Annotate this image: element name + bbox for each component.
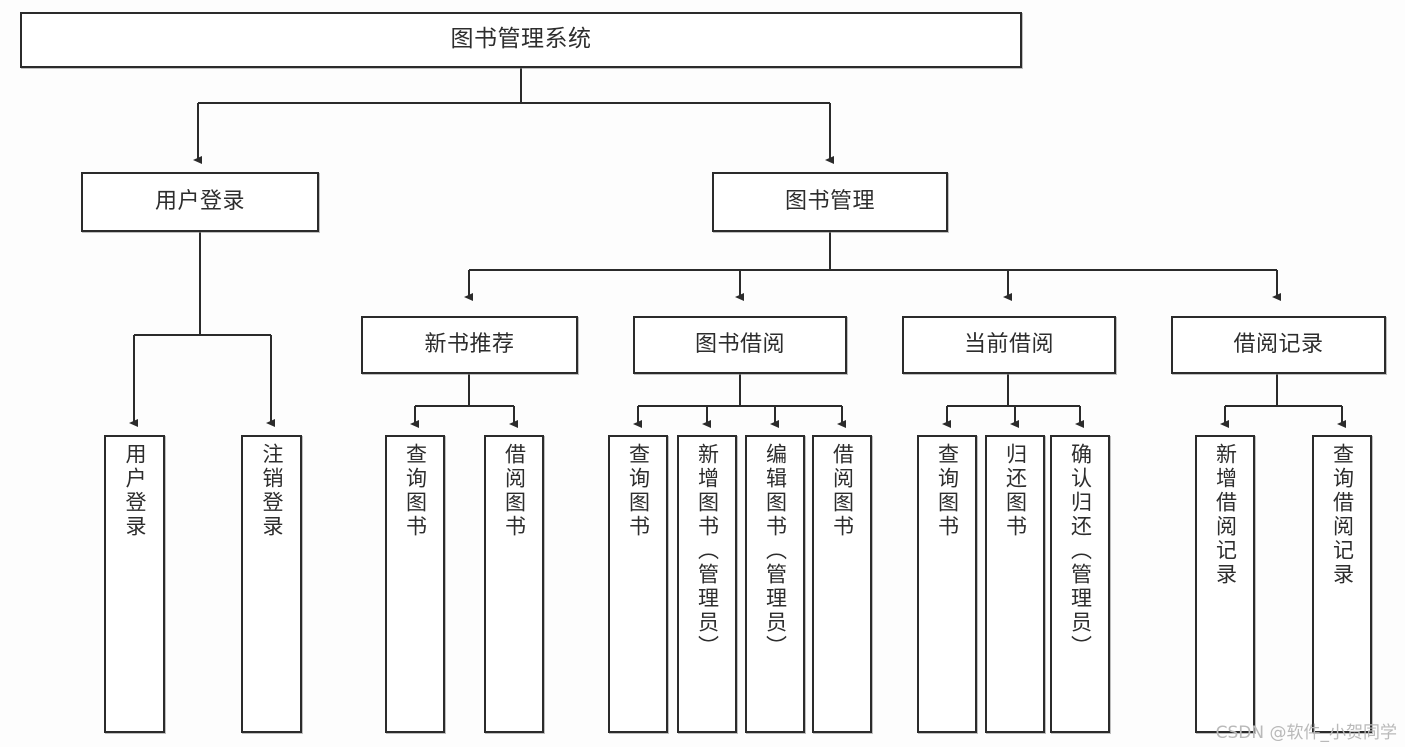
node-leaf-edit-book[interactable]: 编辑图书（管理员） [745,435,805,733]
node-label: 用户登录 [123,443,147,539]
node-new-book-recommend[interactable]: 新书推荐 [361,316,578,374]
node-leaf-query-book-3[interactable]: 查询图书 [917,435,977,733]
node-leaf-add-record[interactable]: 新增借阅记录 [1195,435,1255,733]
node-book-manage[interactable]: 图书管理 [712,172,948,232]
node-label: 查询图书 [935,443,960,539]
node-book-borrow[interactable]: 图书借阅 [633,316,847,374]
node-label: 用户登录 [154,188,245,214]
node-user-login[interactable]: 用户登录 [81,172,319,232]
node-label: 新增图书（管理员） [695,443,720,659]
node-label: 查询借阅记录 [1330,443,1355,587]
node-label: 借阅图书 [830,443,855,539]
node-label: 注销登录 [260,443,284,539]
node-label: 新增借阅记录 [1213,443,1238,587]
node-leaf-logout[interactable]: 注销登录 [241,435,302,733]
node-leaf-return-book[interactable]: 归还图书 [985,435,1045,733]
node-leaf-query-book-2[interactable]: 查询图书 [608,435,668,733]
node-label: 借阅记录 [1233,331,1324,357]
node-current-borrow[interactable]: 当前借阅 [902,316,1116,374]
node-label: 图书管理系统 [450,26,592,53]
node-leaf-confirm-return[interactable]: 确认归还（管理员） [1050,435,1110,733]
node-label: 编辑图书（管理员） [763,443,788,659]
csdn-watermark: CSDN @软件_小贺同学 [1215,723,1397,743]
node-leaf-borrow-book-2[interactable]: 借阅图书 [812,435,872,733]
node-leaf-user-login[interactable]: 用户登录 [104,435,165,733]
node-label: 新书推荐 [424,331,515,357]
node-leaf-add-book[interactable]: 新增图书（管理员） [677,435,737,733]
node-label: 图书管理 [784,188,875,214]
node-leaf-borrow-book-1[interactable]: 借阅图书 [484,435,544,733]
node-label: 查询图书 [626,443,651,539]
node-label: 查询图书 [403,443,428,539]
node-root-book-management-system[interactable]: 图书管理系统 [20,12,1022,68]
node-label: 归还图书 [1003,443,1028,539]
node-label: 确认归还（管理员） [1068,443,1093,659]
node-borrow-record[interactable]: 借阅记录 [1171,316,1386,374]
node-label: 借阅图书 [502,443,527,539]
node-label: 当前借阅 [963,331,1054,357]
node-label: 图书借阅 [694,331,785,357]
node-leaf-query-record[interactable]: 查询借阅记录 [1312,435,1372,733]
node-leaf-query-book-1[interactable]: 查询图书 [385,435,445,733]
